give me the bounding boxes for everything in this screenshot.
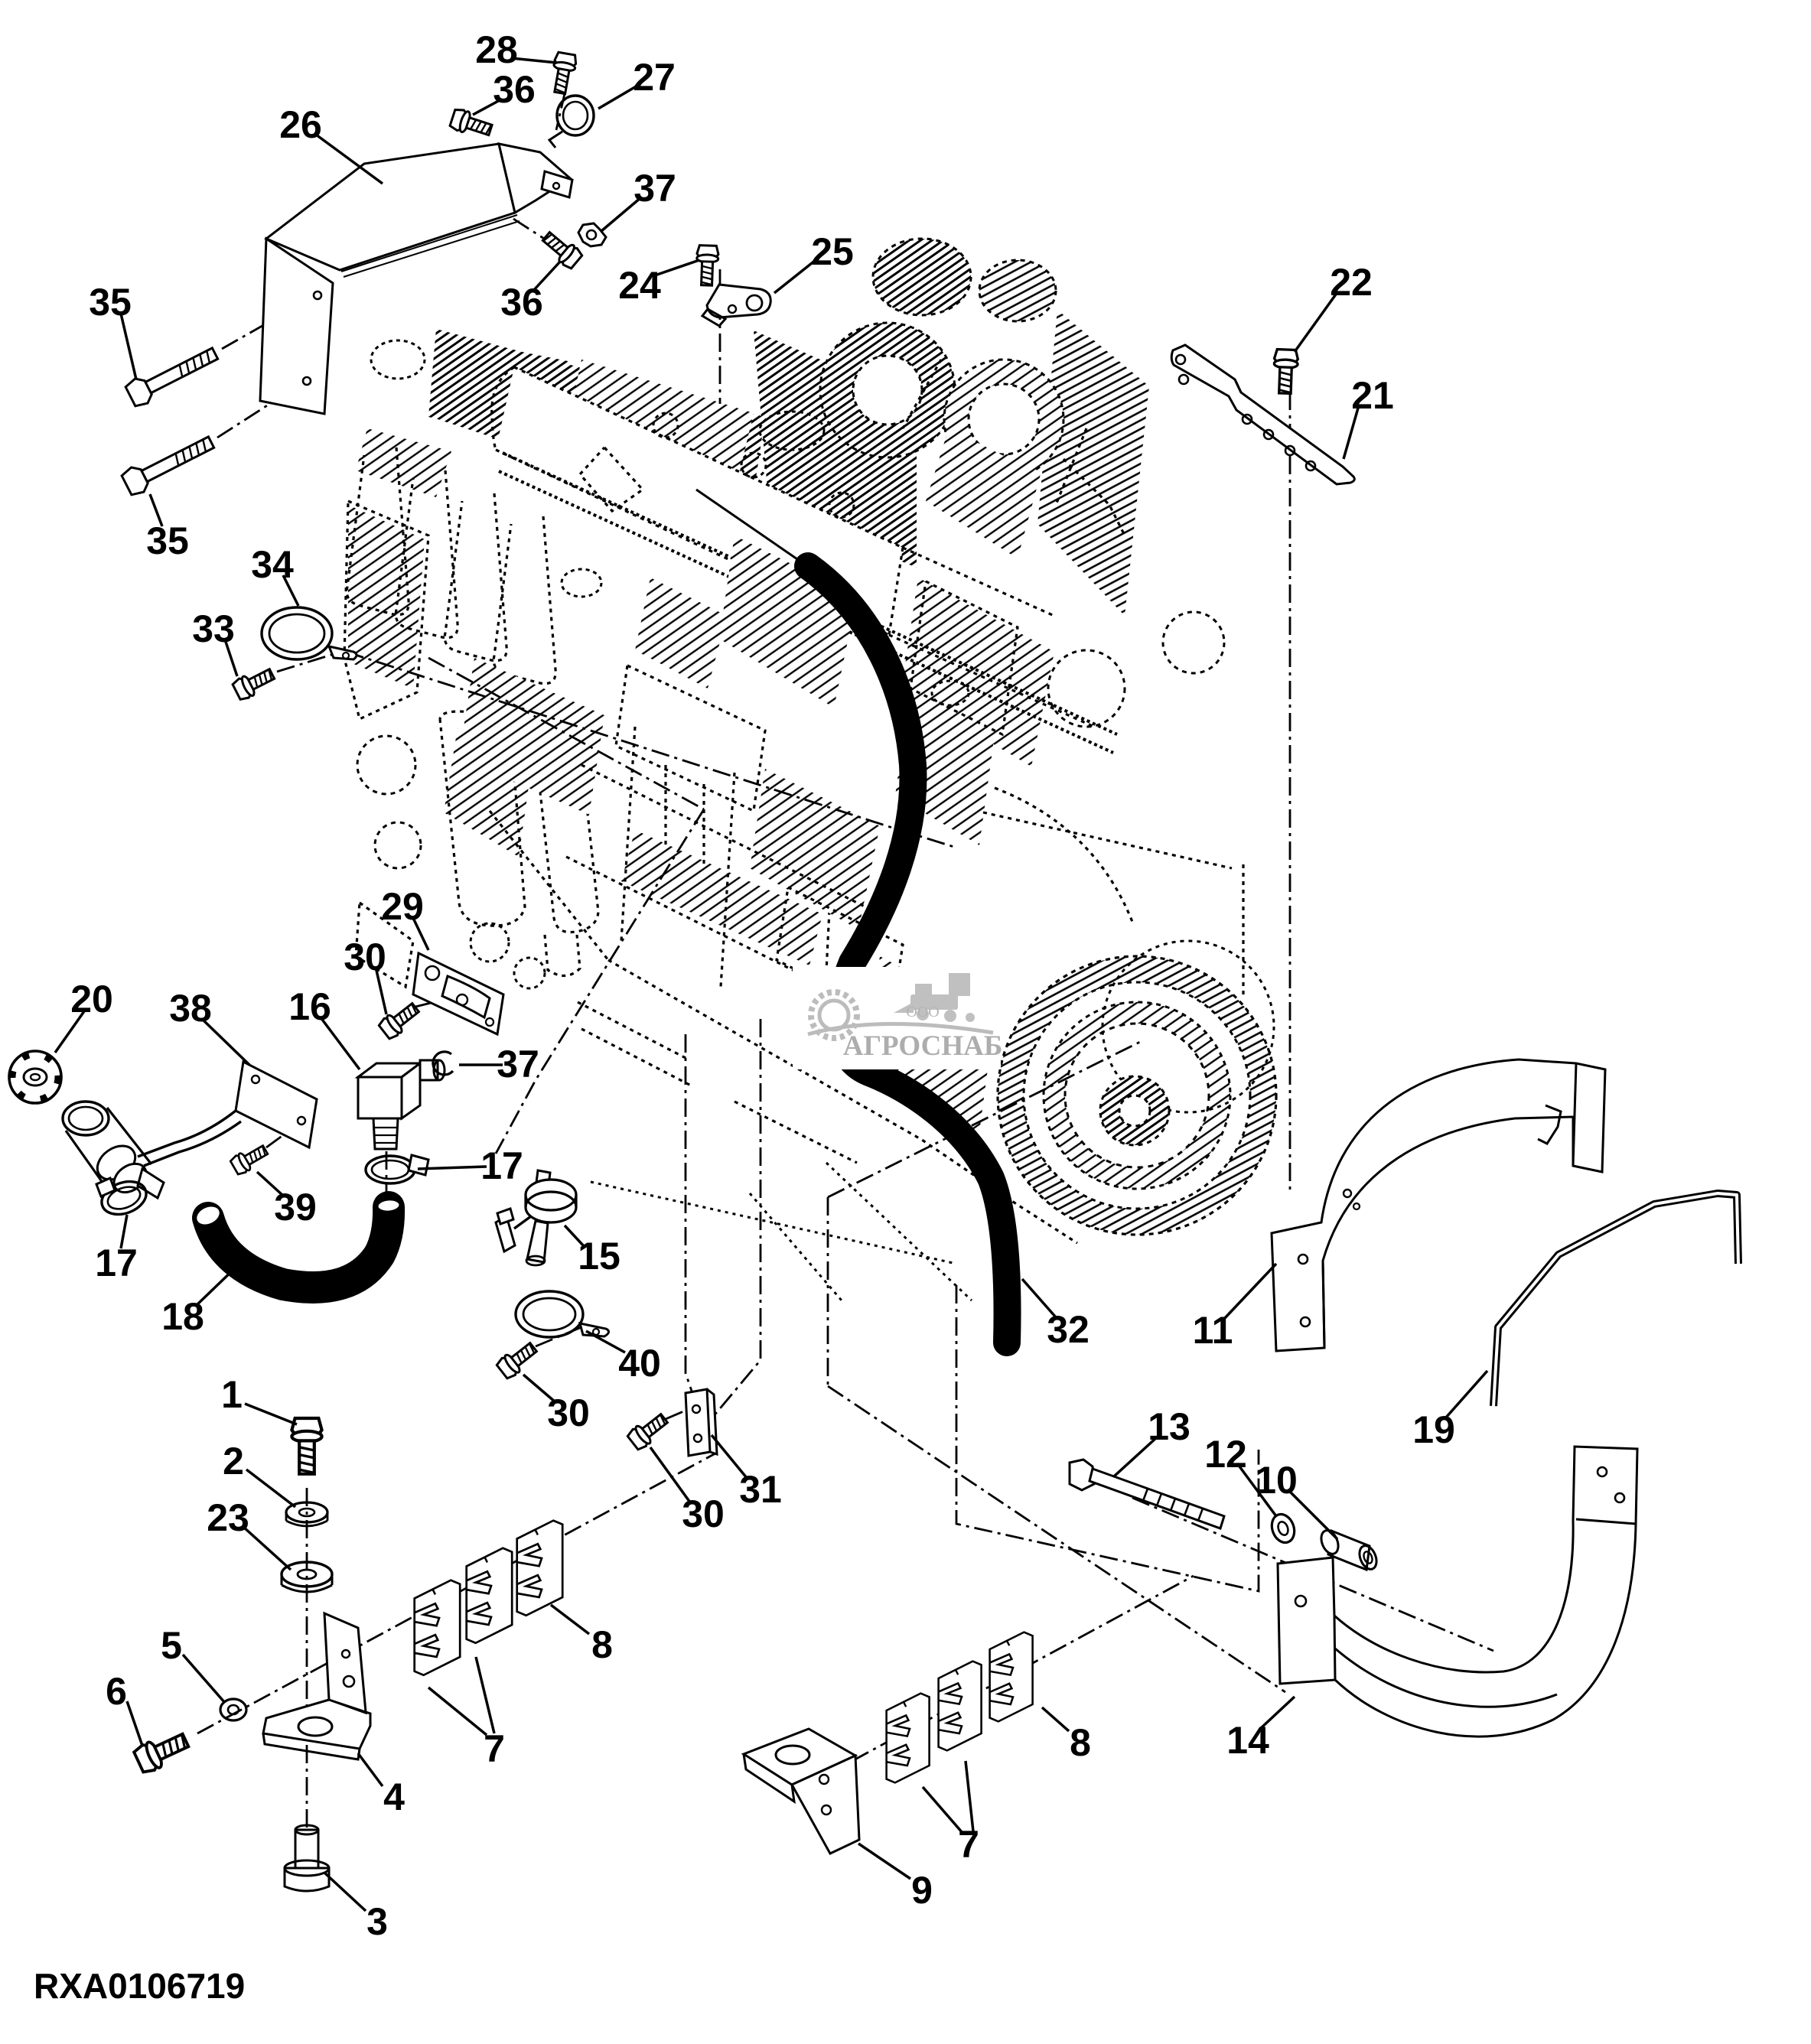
- svg-text:31: 31: [739, 1468, 782, 1511]
- svg-text:24: 24: [618, 264, 661, 307]
- svg-text:7: 7: [484, 1727, 505, 1770]
- svg-text:10: 10: [1255, 1459, 1298, 1502]
- svg-text:15: 15: [578, 1235, 620, 1278]
- svg-text:27: 27: [633, 56, 676, 99]
- svg-text:20: 20: [70, 978, 113, 1020]
- svg-text:36: 36: [493, 68, 536, 111]
- svg-text:13: 13: [1148, 1405, 1191, 1448]
- svg-text:30: 30: [547, 1391, 590, 1434]
- svg-text:8: 8: [591, 1623, 613, 1666]
- svg-text:35: 35: [146, 519, 189, 562]
- svg-text:17: 17: [95, 1242, 138, 1284]
- svg-text:3: 3: [366, 1900, 388, 1943]
- svg-text:30: 30: [344, 936, 386, 978]
- svg-text:2: 2: [223, 1440, 244, 1483]
- svg-text:25: 25: [811, 230, 854, 273]
- svg-text:5: 5: [161, 1624, 182, 1667]
- svg-text:33: 33: [192, 607, 235, 650]
- svg-text:8: 8: [1070, 1721, 1091, 1764]
- svg-text:34: 34: [251, 543, 294, 586]
- svg-text:RXA0106719: RXA0106719: [34, 1966, 245, 2006]
- svg-text:4: 4: [383, 1775, 405, 1818]
- svg-text:23: 23: [207, 1496, 249, 1539]
- svg-text:9: 9: [911, 1869, 933, 1912]
- svg-text:35: 35: [89, 281, 132, 324]
- svg-text:1: 1: [221, 1373, 243, 1416]
- svg-text:26: 26: [279, 103, 322, 146]
- svg-text:АГРОСНАБ: АГРОСНАБ: [843, 1030, 1003, 1062]
- svg-text:29: 29: [381, 885, 424, 928]
- svg-text:17: 17: [480, 1144, 523, 1187]
- svg-text:18: 18: [161, 1295, 204, 1338]
- svg-text:37: 37: [497, 1043, 539, 1085]
- svg-text:6: 6: [106, 1670, 127, 1713]
- svg-text:22: 22: [1330, 261, 1373, 304]
- svg-text:37: 37: [634, 167, 676, 210]
- svg-text:40: 40: [618, 1342, 661, 1385]
- svg-text:OOO: OOO: [906, 1004, 939, 1020]
- svg-text:28: 28: [475, 28, 518, 71]
